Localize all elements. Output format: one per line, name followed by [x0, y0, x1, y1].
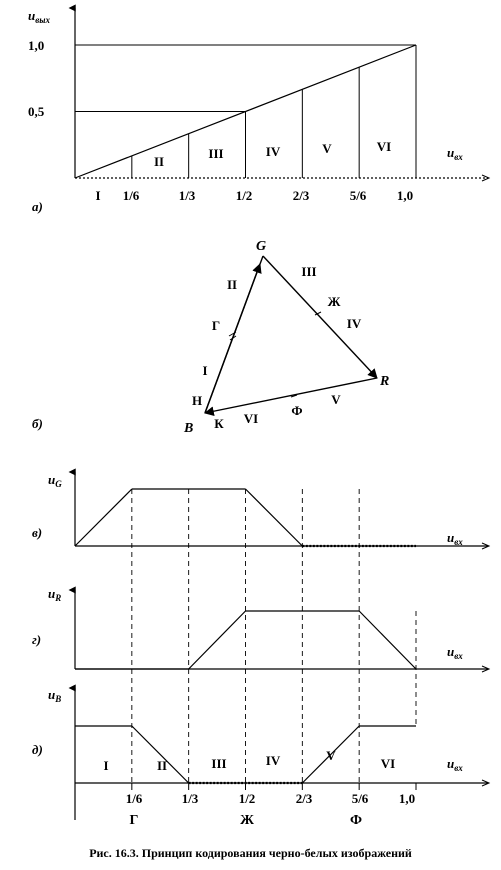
- plot-d-zone: VI: [381, 756, 395, 771]
- edge-label: III: [301, 264, 316, 279]
- plot-g: uR uвх г): [32, 586, 491, 673]
- edge-label: V: [331, 392, 341, 407]
- plot-a-x-arrow: [481, 174, 491, 182]
- series-segment: [188, 610, 246, 670]
- series-segment: [74, 488, 133, 547]
- plot-a-lines: [74, 44, 417, 179]
- plot-d-xlabel: uвх: [447, 756, 463, 773]
- plot-a-zone: VI: [377, 139, 391, 154]
- plot-a-xtick: 1/6: [123, 188, 140, 203]
- series-segment: [131, 725, 190, 784]
- color-triangle: G R B I II III IV V VI Н Г Ж Ф К б): [32, 239, 389, 436]
- plot-d-zone: I: [103, 758, 108, 773]
- series-segment: [245, 488, 303, 547]
- plot-v-ylabel: uG: [48, 472, 62, 489]
- plot-v-xlabel: uвх: [447, 530, 463, 547]
- plot-a: uвых uвх 1,0 0,5 а) 1/6 1/3 1/2 2/3 5/6 …: [28, 4, 491, 214]
- plot-d-zone: III: [211, 756, 226, 771]
- triangle-mark-f: [290, 394, 298, 398]
- plot-a-xtick: 1,0: [397, 188, 413, 203]
- plot-a-zone: III: [208, 146, 223, 161]
- vertex-b-label: B: [183, 421, 193, 436]
- plot-a-xtick: 5/6: [350, 188, 367, 203]
- triangle-panel-label: б): [32, 416, 43, 431]
- edge-label: II: [227, 277, 237, 292]
- triangle-edge-rb: [204, 377, 378, 417]
- plot-d-xtick: 1,0: [399, 791, 415, 806]
- point-k-label: К: [214, 416, 224, 431]
- plot-a-zone: V: [322, 141, 332, 156]
- plot-d-xtick: 1/6: [126, 791, 143, 806]
- plot-a-xtick: 1/2: [236, 188, 253, 203]
- series-segment: [358, 610, 417, 670]
- plot-a-ytick-05: 0,5: [28, 104, 45, 119]
- plot-d-xtick: 1/2: [239, 791, 256, 806]
- plot-a-ylabel: uвых: [28, 8, 51, 25]
- plot-a-zone: II: [154, 154, 164, 169]
- plot-a-zone: I: [95, 188, 100, 203]
- triangle-edge-gr: [262, 255, 378, 379]
- plot-d-bottom-mark: Ж: [240, 813, 254, 828]
- point-h-label: Н: [192, 393, 202, 408]
- plot-g-ylabel: uR: [48, 586, 61, 603]
- vertical-guides: [131, 489, 417, 790]
- plot-d-xtick: 5/6: [352, 791, 369, 806]
- plot-d-zone: V: [326, 748, 336, 763]
- edge-label: VI: [244, 411, 258, 426]
- plot-d-ylabel: uB: [48, 687, 61, 704]
- plot-g-panel-label: г): [32, 632, 41, 647]
- plot-a-xlabel: uвх: [447, 145, 463, 162]
- vertex-g-label: G: [256, 239, 266, 254]
- point-g-label: Г: [212, 318, 220, 333]
- triangle-mark-zh: [314, 311, 322, 316]
- series-segment: [301, 725, 360, 784]
- plot-d-bottom-mark: Ф: [350, 813, 362, 828]
- plot-d: uB uвх д) I II III IV V VI 1/6 1/3 1/2 2…: [32, 684, 491, 828]
- plot-d-bottom-mark: Г: [130, 813, 139, 828]
- plot-g-xlabel: uвх: [447, 644, 463, 661]
- point-zh-label: Ж: [328, 294, 341, 309]
- plot-v-panel-label: в): [32, 525, 42, 540]
- edge-label: IV: [347, 316, 362, 331]
- plot-a-xtick: 2/3: [293, 188, 310, 203]
- plot-d-x-arrow: [481, 779, 491, 787]
- plot-g-x-arrow: [481, 665, 491, 673]
- plot-d-panel-label: д): [32, 742, 43, 757]
- plot-v: uG uвх в): [32, 468, 491, 550]
- edge-label: I: [202, 363, 207, 378]
- plot-a-panel-label: а): [32, 199, 43, 214]
- plot-a-zone: IV: [266, 144, 281, 159]
- plot-d-zone: IV: [266, 753, 281, 768]
- plot-d-xtick: 1/3: [182, 791, 199, 806]
- plot-d-zone: II: [157, 758, 167, 773]
- plot-a-xtick: 1/3: [179, 188, 196, 203]
- point-f-label: Ф: [291, 403, 302, 418]
- plot-a-ytick-1: 1,0: [28, 38, 44, 53]
- triangle-mark-g: [228, 331, 237, 341]
- figure-caption: Рис. 16.3. Принцип кодирования черно-бел…: [89, 846, 412, 860]
- vertex-r-label: R: [379, 374, 389, 389]
- plot-v-x-arrow: [481, 542, 491, 550]
- plot-d-xtick: 2/3: [296, 791, 313, 806]
